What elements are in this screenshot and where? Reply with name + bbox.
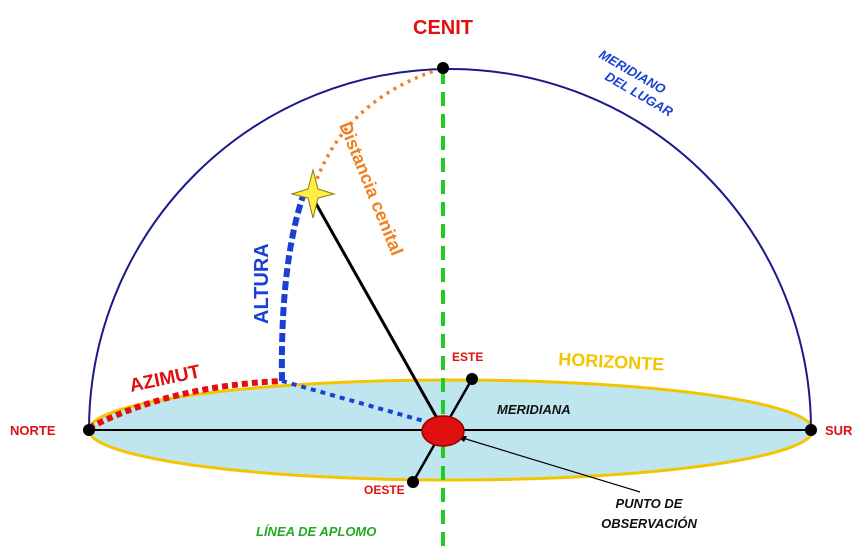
altura-arc [278, 195, 306, 382]
observer-to-star-line [312, 199, 444, 428]
observer-pointer-line [455, 435, 641, 493]
horizonte-label: HORIZONTE [558, 349, 665, 375]
distancia-cenital-label: Distancia cenital [335, 119, 407, 258]
norte-label: NORTE [10, 423, 56, 438]
cenit-dot [437, 62, 449, 74]
altura-label: ALTURA [251, 243, 273, 324]
oeste-label: OESTE [364, 483, 405, 497]
norte-dot [83, 424, 95, 436]
star-icon [290, 168, 336, 219]
sur-label: SUR [825, 423, 853, 438]
cenit-label: CENIT [413, 17, 473, 39]
observer-point [421, 415, 465, 447]
este-dot [466, 373, 478, 385]
punto-observacion-label-line2: OBSERVACIÓN [601, 516, 697, 531]
azimut-arc [87, 378, 283, 431]
meridian-arc [88, 68, 812, 431]
azimut-label: AZIMUT [128, 361, 203, 397]
oeste-dot [407, 476, 419, 488]
linea-aplomo-label: LÍNEA DE APLOMO [256, 524, 376, 539]
punto-observacion-label-line1: PUNTO DE [616, 496, 683, 511]
star-projection-line [281, 379, 439, 427]
sur-dot [805, 424, 817, 436]
meridiana-label: MERIDIANA [497, 402, 571, 417]
este-label: ESTE [452, 350, 483, 364]
